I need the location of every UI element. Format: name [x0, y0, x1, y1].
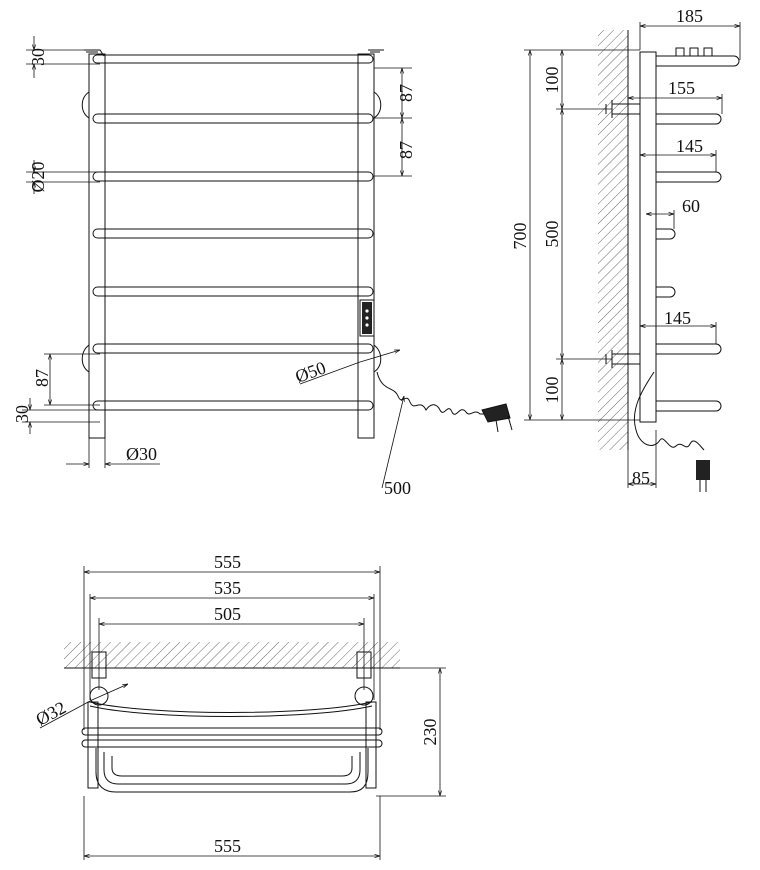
dim-mount-diameter-top: Ø32 — [32, 697, 69, 729]
side-bar-left — [87, 701, 99, 789]
power-plug — [481, 403, 511, 423]
top-knob — [689, 47, 699, 56]
dim-width-outer: 555 — [214, 552, 241, 572]
top-rail-side — [656, 55, 740, 67]
wall-hatch — [598, 30, 628, 450]
dim-mount-diameter: Ø50 — [293, 357, 329, 386]
top-rail-outer — [89, 701, 373, 713]
rung-top — [81, 739, 383, 748]
rung-side — [656, 400, 722, 412]
rung — [92, 228, 374, 239]
wall-hatch-top — [64, 642, 400, 668]
mount-flange-upper-left — [81, 91, 90, 119]
dim-rung-diameter: Ø20 — [28, 162, 48, 193]
rung-side — [656, 228, 676, 240]
side-power-plug — [696, 460, 710, 480]
dim-depth-top: 185 — [676, 6, 703, 26]
dim-top-offset: 30 — [28, 48, 48, 66]
dim-bottom-to-mount: 100 — [542, 377, 562, 404]
dim-depth-short: 60 — [682, 196, 700, 216]
dim-lower-spacing: 87 — [32, 369, 52, 387]
top-hook-right — [368, 49, 384, 53]
dim-width-bottom: 555 — [214, 836, 241, 856]
dim-depth-middle: 145 — [676, 136, 703, 156]
heater-control-box — [359, 299, 375, 337]
dim-depth-lower: 145 — [664, 308, 691, 328]
indicator-light — [365, 323, 369, 327]
mount-flange-lower-left — [81, 344, 90, 373]
side-view: 185 155 145 60 145 85 700 100 500 — [510, 6, 741, 492]
dim-depth: 230 — [420, 719, 440, 746]
dim-top-to-mount: 100 — [542, 67, 562, 94]
dim-depth-upper: 155 — [668, 78, 695, 98]
dim-upright-diameter: Ø30 — [126, 444, 157, 464]
side-upright — [639, 51, 657, 423]
indicator-light — [365, 309, 369, 313]
rung-loop — [103, 752, 361, 785]
rung — [92, 343, 374, 354]
rung — [92, 400, 374, 411]
dim-width-mount: 505 — [214, 604, 241, 624]
rung-side — [656, 113, 722, 125]
rung-top — [81, 727, 383, 736]
indicator-light — [365, 316, 369, 320]
rung — [92, 286, 374, 297]
top-knob — [703, 47, 713, 56]
left-upright — [88, 53, 106, 439]
rung-loop — [111, 756, 353, 777]
mount-flange-lower-right — [373, 344, 382, 373]
top-rail — [92, 54, 374, 64]
dim-mount-spacing: 500 — [542, 221, 562, 248]
rung — [92, 113, 374, 124]
dim-cable-length: 500 — [384, 478, 411, 498]
rung-side — [656, 343, 722, 355]
power-cable — [376, 371, 494, 415]
side-bar-right — [365, 701, 377, 789]
top-knob — [675, 47, 685, 56]
dim-rung-spacing-b: 87 — [396, 141, 416, 159]
rung-side — [656, 286, 676, 298]
dim-bottom-offset: 30 — [12, 405, 32, 423]
rung-loop — [95, 748, 369, 793]
top-view: 555 535 505 Ø32 230 555 — [32, 552, 446, 860]
dim-rung-spacing-a: 87 — [396, 84, 416, 102]
front-view: 30 87 87 Ø20 87 30 Ø30 — [12, 36, 513, 498]
rung — [92, 171, 374, 182]
top-rail-outer — [89, 705, 373, 717]
dim-width-mid: 535 — [214, 578, 241, 598]
dim-height-total: 700 — [510, 223, 530, 250]
mount-flange-upper-right — [373, 91, 382, 119]
rung-side — [656, 171, 722, 183]
right-upright — [357, 53, 375, 439]
dim-wall-gap: 85 — [632, 468, 650, 488]
